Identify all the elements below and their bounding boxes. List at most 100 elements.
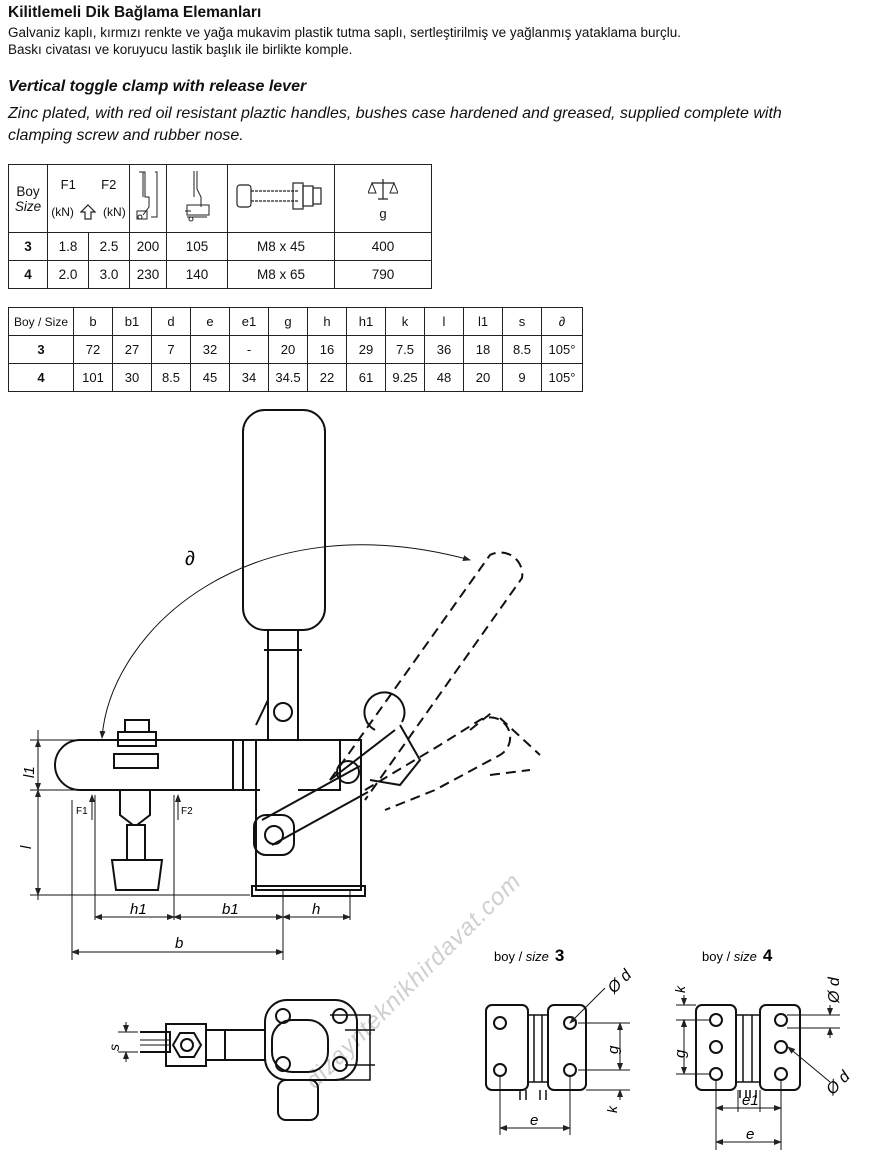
table-cell: 105° (541, 335, 583, 364)
table-cell: 230 (129, 260, 167, 289)
size-3-word: size (526, 949, 549, 964)
table-cell: 34 (229, 363, 269, 392)
size-3-e-label: e (530, 1112, 538, 1129)
top-view-nut (171, 1032, 203, 1058)
size-4-prefix: boy / (702, 949, 734, 964)
clamp-open-header (166, 164, 228, 233)
size-4-e-label: e (746, 1126, 754, 1143)
table-header-cell: b (73, 307, 113, 336)
table-cell: 29 (346, 335, 386, 364)
weight-unit: g (379, 205, 387, 221)
technical-drawing: dizaynteknikhirdavat.com (18, 409, 855, 1150)
size-3-base (485, 1004, 587, 1100)
table-cell: 8.5 (151, 363, 191, 392)
top-view (140, 999, 375, 1121)
table-cell: 45 (190, 363, 230, 392)
angle-arc (99, 544, 471, 739)
table-cell: 400 (334, 232, 432, 261)
force-header: F1 F2 (kN) (kN) (47, 164, 130, 233)
handle-grip (242, 409, 326, 631)
table-cell: 16 (307, 335, 347, 364)
table-cell: 61 (346, 363, 386, 392)
capacity-table: Boy Size F1 F2 (kN) (kN) (8, 164, 432, 289)
dim-h-label: h (312, 901, 320, 918)
table-cell: 30 (112, 363, 152, 392)
dim-f1-label: F1 (76, 806, 88, 817)
angle-label: ∂ (185, 548, 195, 570)
size-3-number: 3 (555, 946, 564, 965)
size-4-caption: boy / size 4 (702, 946, 773, 965)
english-description: Zinc plated, with red oil resistant plaz… (8, 103, 848, 147)
table-cell: 2.5 (88, 232, 130, 261)
table-cell: 2.0 (47, 260, 89, 289)
table-header-cell: h (307, 307, 347, 336)
kn2-label: (kN) (103, 205, 126, 219)
size-4-g-label: g (672, 1049, 689, 1058)
table-header-cell: Boy / Size (8, 307, 74, 336)
boy-label: Boy (16, 183, 40, 199)
arrow-up-icon (80, 204, 97, 220)
table-cell: 32 (190, 335, 230, 364)
size-4-k-label: k (672, 985, 688, 993)
table-header-cell: k (385, 307, 425, 336)
turkish-title: Kilitlemeli Dik Bağlama Elemanları (8, 4, 262, 21)
table-cell: 3.0 (88, 260, 130, 289)
table-cell: 7.5 (385, 335, 425, 364)
table-cell: 20 (463, 363, 503, 392)
table-cell: 9.25 (385, 363, 425, 392)
table-header-cell: ∂ (541, 307, 583, 336)
table-cell: 20 (268, 335, 308, 364)
kn1-label: (kN) (51, 205, 74, 219)
dim-s-label: s (106, 1044, 122, 1051)
table-cell: 101 (73, 363, 113, 392)
table-cell: 4 (8, 363, 74, 392)
size-4-word: size (734, 949, 757, 964)
open-handle (329, 551, 524, 801)
pivot-pin (273, 702, 293, 722)
dim-b-label: b (175, 935, 183, 952)
link-bar (261, 765, 369, 846)
table-cell: M8 x 65 (227, 260, 335, 289)
size-4-d-label-top: Ø d (826, 976, 843, 1004)
table-cell: 4 (8, 260, 48, 289)
weight-header: g (334, 164, 432, 233)
size-4-d-label-bottom: Ø d (823, 1067, 855, 1099)
table-cell: 27 (112, 335, 152, 364)
turkish-description-line-2: Baskı civatası ve koruyucu lastik başlık… (8, 42, 353, 57)
dim-l-label: l (18, 845, 35, 849)
table-cell: 48 (424, 363, 464, 392)
scale-icon (367, 178, 399, 200)
table-cell: 72 (73, 335, 113, 364)
table-cell: 3 (8, 232, 48, 261)
clamp-open-icon (185, 171, 210, 222)
table-header-cell: l (424, 307, 464, 336)
size-4-base (695, 1004, 801, 1098)
english-title: Vertical toggle clamp with release lever (8, 78, 307, 95)
clamp-height-header (129, 164, 167, 233)
table-header-cell: e (190, 307, 230, 336)
size-4-number: 4 (763, 946, 773, 965)
boy-size-header: Boy Size (8, 164, 48, 233)
table-header-cell: d (151, 307, 191, 336)
dim-h1-label: h1 (130, 901, 147, 918)
dim-l1-label: l1 (21, 766, 38, 778)
table-cell: 22 (307, 363, 347, 392)
table-header-cell: h1 (346, 307, 386, 336)
table-header-cell: l1 (463, 307, 503, 336)
size-3-d-label: Ø d (604, 966, 636, 998)
main-clamp-view (54, 409, 422, 897)
size-3-k-label: k (604, 1105, 620, 1113)
table-cell: 140 (166, 260, 228, 289)
table-header-cell: e1 (229, 307, 269, 336)
dim-f2-label: F2 (181, 806, 193, 817)
table-cell: - (229, 335, 269, 364)
handle-shaft (267, 630, 299, 740)
screw-header (227, 164, 335, 233)
table-header-cell: g (268, 307, 308, 336)
table-header-cell: b1 (112, 307, 152, 336)
size-label: Size (14, 198, 42, 214)
table-cell: 3 (8, 335, 74, 364)
table-cell: 7 (151, 335, 191, 364)
size-3-caption: boy / size 3 (494, 946, 564, 965)
size-3-prefix: boy / (494, 949, 526, 964)
